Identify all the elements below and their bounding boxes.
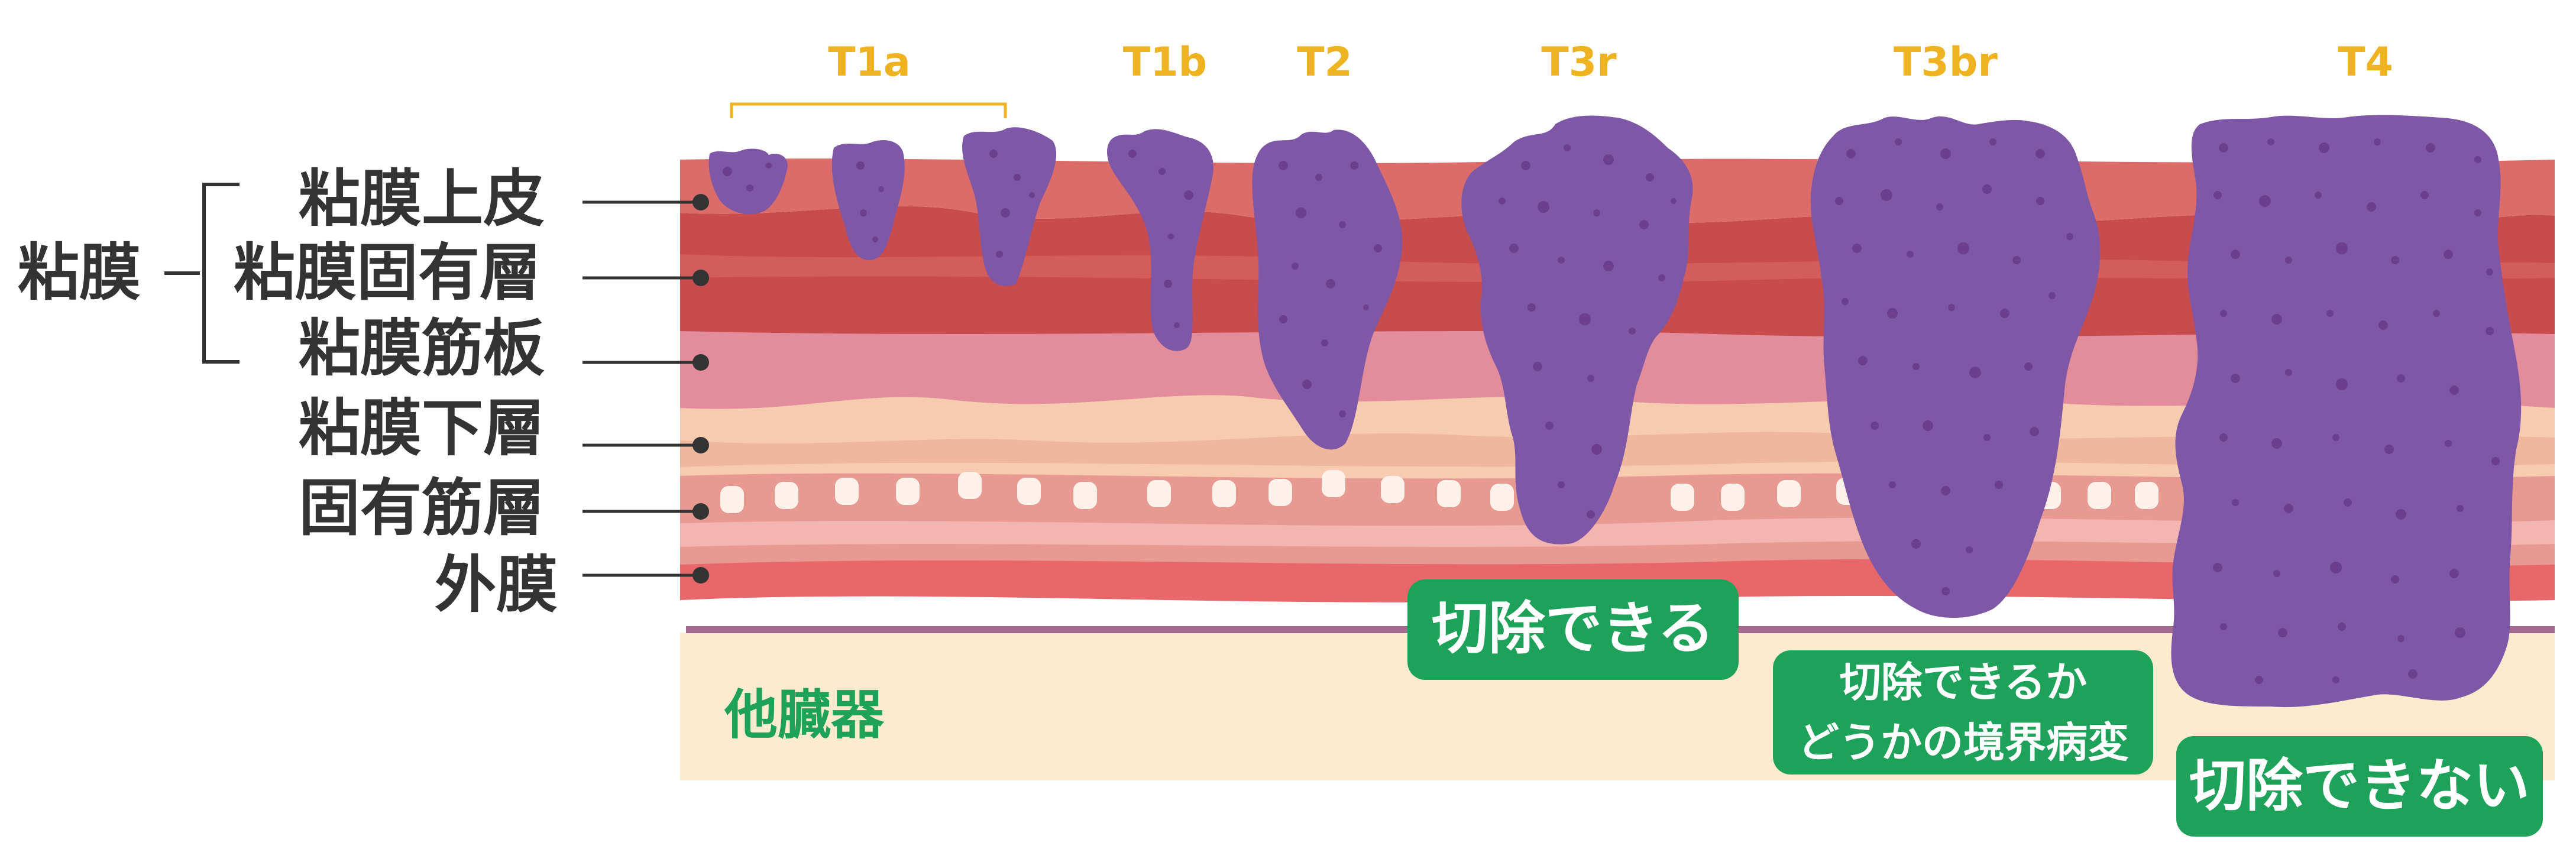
other-organs-label: 他臓器 — [724, 684, 885, 746]
t1a-bracket — [730, 102, 1007, 118]
tumor-t1a-3 — [962, 127, 1057, 286]
tumor-t3br — [1810, 116, 2101, 618]
leader-dot-lamina-propria — [692, 270, 709, 286]
leader-dot-muscularis-propria — [692, 503, 709, 520]
tumor-texture — [723, 138, 2500, 684]
mucosa-bracket — [164, 183, 240, 364]
group-label-mucosa: 粘膜 — [18, 236, 141, 309]
stage-label-t3r: T3r — [1541, 39, 1617, 86]
tumor-t1b — [1107, 129, 1213, 351]
tumor-t1a-2 — [831, 140, 905, 260]
badge-resectable: 切除できる — [1407, 579, 1739, 680]
label-adventitia: 外膜 — [435, 549, 558, 621]
tumor-t4 — [2171, 115, 2522, 707]
label-lamina-propria: 粘膜固有層 — [234, 236, 541, 309]
leader-dot-submucosa — [692, 437, 709, 453]
badge-unresectable: 切除できない — [2176, 736, 2543, 837]
stage-label-t4: T4 — [2338, 39, 2393, 86]
layer-adventitia — [680, 549, 2555, 602]
svg-text:切除できる: 切除できる — [1432, 595, 1714, 662]
tumor-t3r — [1461, 115, 1693, 545]
stage-label-t3br: T3br — [1894, 39, 1998, 86]
stage-label-t2: T2 — [1297, 39, 1352, 86]
svg-text:どうかの境界病変: どうかの境界病変 — [1798, 718, 2129, 767]
leader-dot-muscularis-mucosae — [692, 354, 709, 371]
leader-dot-adventitia — [692, 567, 709, 584]
label-epithelium: 粘膜上皮 — [299, 163, 545, 235]
svg-text:切除できない: 切除できない — [2189, 753, 2530, 819]
badge-borderline: 切除できるか どうかの境界病変 — [1773, 650, 2153, 775]
stage-label-t1a: T1a — [828, 39, 911, 86]
label-muscularis-mucosae: 粘膜筋板 — [299, 312, 545, 384]
stage-label-t1b: T1b — [1123, 39, 1207, 86]
label-submucosa: 粘膜下層 — [299, 392, 545, 464]
tumor-t2 — [1252, 129, 1403, 450]
label-muscularis-propria: 固有筋層 — [299, 472, 545, 544]
leader-dot-epithelium — [692, 194, 709, 210]
layer-muscularis-propria-light-band — [680, 517, 2555, 547]
layer-labels: 粘膜 粘膜上皮 粘膜固有層 粘膜筋板 粘膜下層 固有筋層 外膜 — [18, 163, 709, 621]
svg-text:切除できるか: 切除できるか — [1840, 658, 2088, 707]
tumors — [708, 115, 2522, 707]
